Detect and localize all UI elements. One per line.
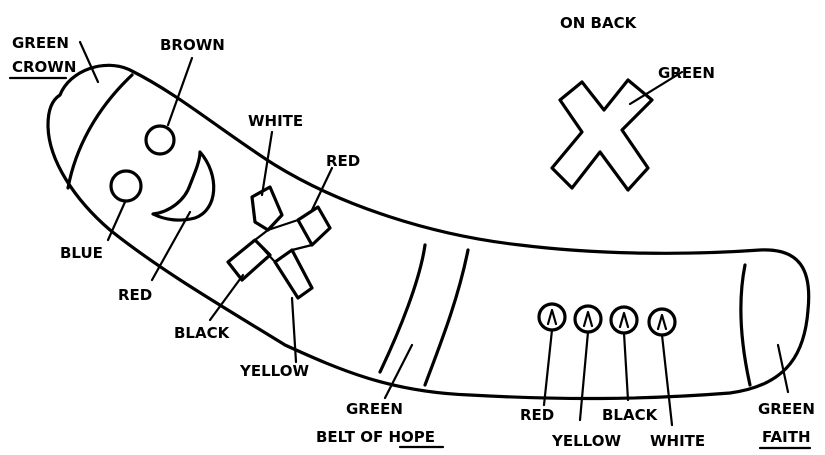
label-button-black: BLACK bbox=[602, 406, 659, 424]
button-white bbox=[649, 309, 675, 335]
back-x bbox=[552, 80, 652, 190]
label-white-cross: WHITE bbox=[248, 112, 303, 130]
label-brown: BROWN bbox=[160, 36, 225, 54]
cross-arm-yellow bbox=[275, 250, 312, 298]
pointer-lines bbox=[80, 42, 788, 425]
label-on-back: ON BACK bbox=[560, 14, 638, 32]
label-belt-green: GREEN bbox=[346, 400, 403, 418]
label-yellow-cross: YELLOW bbox=[239, 362, 309, 380]
label-faith: FAITH bbox=[762, 428, 811, 446]
label-button-red: RED bbox=[520, 406, 554, 424]
button-yellow bbox=[575, 306, 601, 332]
label-hope: HOPE bbox=[388, 428, 435, 446]
cross-arm-white bbox=[252, 187, 282, 230]
cross-arm-black bbox=[228, 240, 270, 280]
cross-arm-red bbox=[298, 207, 330, 245]
brown-eye bbox=[146, 126, 174, 154]
label-green-crown-1: GREEN bbox=[12, 34, 69, 52]
label-green-crown-2: CROWN bbox=[12, 58, 76, 76]
label-belt-of-hope: BELT OF HOPE bbox=[316, 428, 435, 446]
body-outline bbox=[48, 65, 809, 398]
button-red bbox=[539, 304, 565, 330]
label-green-back: GREEN bbox=[658, 64, 715, 82]
label-belt-of: BELT OF bbox=[316, 428, 388, 446]
belt-right-line bbox=[425, 250, 468, 385]
button-black bbox=[611, 307, 637, 333]
red-mouth bbox=[153, 152, 214, 220]
faith-band-line bbox=[741, 265, 750, 385]
label-red-mouth: RED bbox=[118, 286, 152, 304]
label-button-white: WHITE bbox=[650, 432, 705, 450]
label-faith-green: GREEN bbox=[758, 400, 815, 418]
belt-left-line bbox=[380, 245, 425, 372]
label-black-cross: BLACK bbox=[174, 324, 231, 342]
label-blue: BLUE bbox=[60, 244, 103, 262]
label-red-cross: RED bbox=[326, 152, 360, 170]
buttons bbox=[539, 304, 675, 335]
label-button-yellow: YELLOW bbox=[551, 432, 621, 450]
blue-eye bbox=[111, 171, 141, 201]
